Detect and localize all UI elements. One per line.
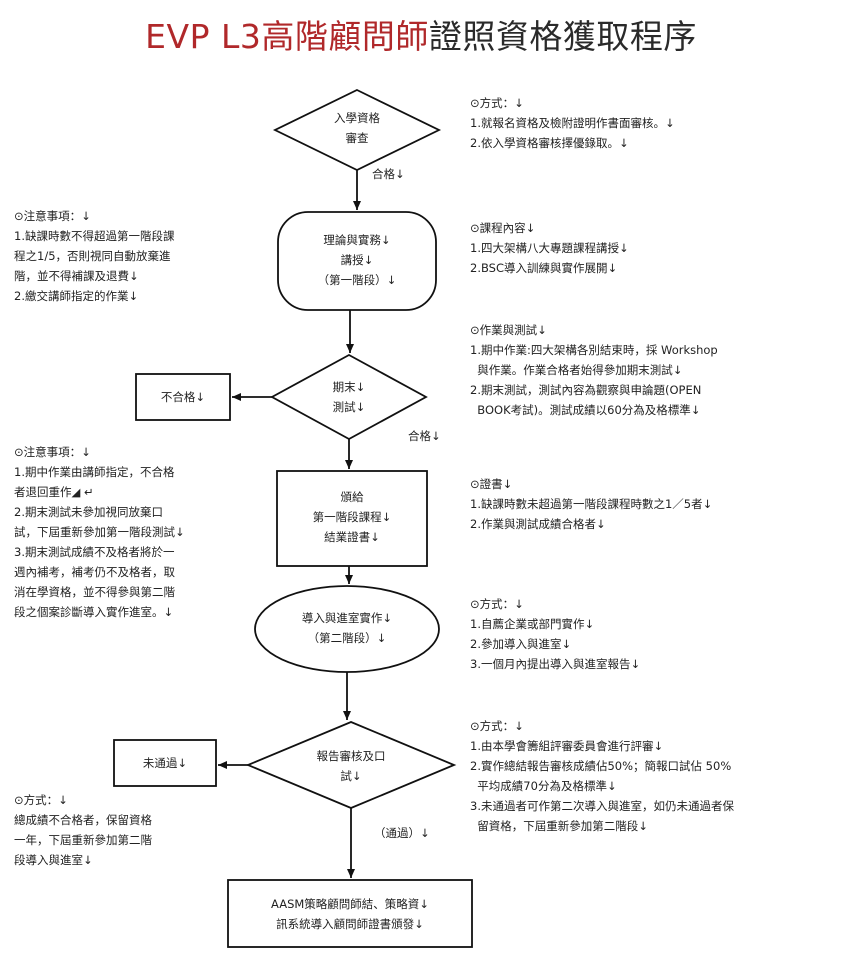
page-title: EVP L3高階顧問師證照資格獲取程序	[145, 17, 697, 56]
not-passed-label: 未通過↓	[142, 756, 188, 770]
certificate-label: 頒給第一階段課程↓結業證書↓	[312, 490, 392, 544]
page-title-suffix: 證照資格獲取程序	[428, 17, 697, 56]
not-passed-box	[113, 739, 217, 787]
final-exam-label: 期末↓測試↓	[332, 380, 366, 414]
note-attendance: ⊙注意事項：↓1.缺課時數不得超過第一階段課程之1/5，否則視同自動放棄進階，並…	[14, 209, 175, 303]
fail-box	[135, 373, 231, 421]
theory-practice-label: 理論與實務↓講授↓（第一階段）↓	[317, 233, 397, 287]
admission-review-label: 入學資格審查	[334, 111, 380, 145]
note-implementation-method: ⊙方式：↓1.自薦企業或部門實作↓2.參加導入與進室↓3.一個月內提出導入與進室…	[470, 597, 641, 671]
final-certificate-label: AASM策略顧問師結、策略資↓訊系統導入顧問師證書頒發↓	[271, 897, 429, 931]
theory-practice-box	[277, 211, 437, 311]
pass-label-2: 合格↓	[408, 429, 441, 443]
final-certificate-box	[227, 879, 473, 948]
report-review-label: 報告審核及口試↓	[316, 749, 386, 783]
note-assignments-exams: ⊙作業與測試↓1.期中作業:四大架構各別結束時，採 Workshop 與作業。作…	[470, 323, 718, 417]
note-exam-rules: ⊙注意事項：↓1.期中作業由講師指定，不合格者退回重作◢ ↵2.期末測試未參加視…	[14, 445, 185, 619]
note-review-method: ⊙方式：↓1.由本學會籌組評審委員會進行評審↓2.實作總結報告審核成績佔50%；…	[470, 719, 734, 833]
passed-label: （通過）↓	[374, 826, 430, 840]
pass-label-1: 合格↓	[372, 167, 405, 181]
implementation-label: 導入與進室實作↓（第二階段）↓	[301, 611, 393, 645]
note-admission-method: ⊙方式：↓1.就報名資格及檢附證明作書面審核。↓2.依入學資格審核擇優錄取。↓	[470, 96, 675, 150]
note-course-content: ⊙課程內容↓1.四大架構八大專題課程講授↓2.BSC導入訓練與實作展開↓	[470, 221, 629, 275]
fail-label: 不合格↓	[160, 390, 206, 404]
note-fail-method: ⊙方式：↓總成績不合格者，保留資格一年，下屆重新參加第二階段導入與進室↓	[14, 793, 152, 867]
note-certificate: ⊙證書↓1.缺課時數未超過第一階段課程時數之1／5者↓2.作業與測試成績合格者↓	[470, 477, 713, 531]
certificate-box	[276, 470, 428, 567]
